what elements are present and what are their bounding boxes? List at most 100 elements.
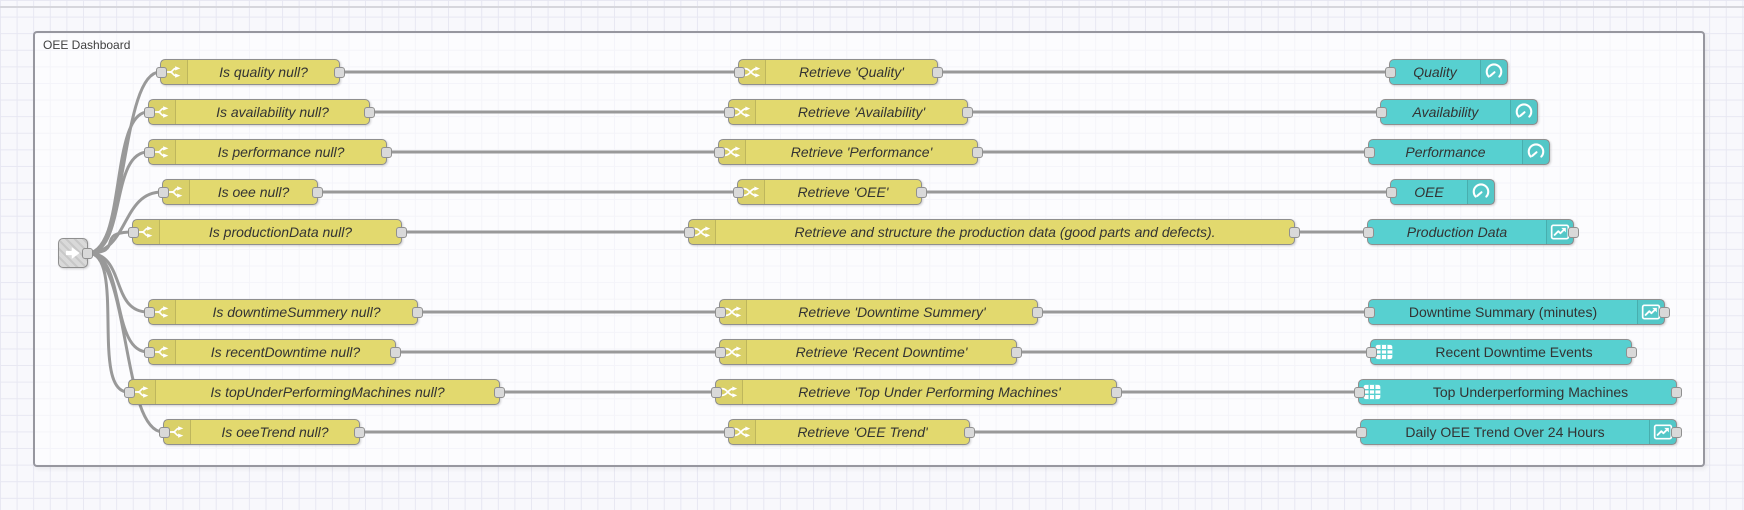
node-sw-downtimesummary[interactable]: Is downtimeSummery null? [143,299,423,325]
input-port[interactable] [723,106,735,118]
node-label: Is oeeTrend null? [221,424,329,440]
output-port[interactable] [389,346,401,358]
node-ui-quality[interactable]: Quality [1384,59,1508,85]
input-port[interactable] [710,386,722,398]
node-sw-topunderperforming[interactable]: Is topUnderPerformingMachines null? [123,379,505,405]
node-label: Is downtimeSummery null? [212,304,381,320]
input-port[interactable] [733,66,745,78]
node-link-in[interactable] [58,238,93,268]
input-port[interactable] [143,106,155,118]
wire[interactable] [86,150,150,255]
node-sw-availability[interactable]: Is availability null? [143,99,375,125]
output-port[interactable] [931,66,943,78]
node-ui-downtimesummary[interactable]: Downtime Summary (minutes) [1363,299,1670,325]
output-port[interactable] [1670,386,1682,398]
node-ui-oee[interactable]: OEE [1385,179,1495,205]
input-port[interactable] [1363,146,1375,158]
output-port[interactable] [311,186,323,198]
node-ch-oeetrend[interactable]: Retrieve 'OEE Trend' [723,419,975,445]
node-ch-topunderperforming[interactable]: Retrieve 'Top Under Performing Machines' [710,379,1122,405]
input-port[interactable] [1353,386,1365,398]
node-label: Retrieve 'Downtime Summery' [798,304,986,320]
input-port[interactable] [713,146,725,158]
input-port[interactable] [1363,306,1375,318]
node-sw-oeetrend[interactable]: Is oeeTrend null? [158,419,365,445]
input-port[interactable] [123,386,135,398]
node-ui-productiondata[interactable]: Production Data [1362,219,1579,245]
input-port[interactable] [158,426,170,438]
input-port[interactable] [157,186,169,198]
node-label: OEE [1414,184,1444,200]
input-port[interactable] [127,226,139,238]
output-port[interactable] [1670,426,1682,438]
output-port[interactable] [395,226,407,238]
output-port[interactable] [333,66,345,78]
output-port[interactable] [915,186,927,198]
node-ui-availability[interactable]: Availability [1375,99,1538,125]
gauge-icon [1510,100,1537,124]
wire[interactable] [86,251,165,434]
output-port[interactable] [1110,386,1122,398]
output-port[interactable] [493,386,505,398]
node-label: Quality [1413,64,1457,80]
switch-icon [149,300,176,324]
input-port[interactable] [1375,106,1387,118]
group-label: OEE Dashboard [43,38,131,52]
output-port[interactable] [963,426,975,438]
output-port[interactable] [961,106,973,118]
node-ch-availability[interactable]: Retrieve 'Availability' [723,99,973,125]
output-port[interactable] [971,146,983,158]
output-port[interactable] [1288,226,1300,238]
node-sw-oee[interactable]: Is oee null? [157,179,323,205]
node-sw-recentdowntime[interactable]: Is recentDowntime null? [143,339,401,365]
input-port[interactable] [714,306,726,318]
canvas-top-divider [0,6,1744,8]
node-ch-downtimesummary[interactable]: Retrieve 'Downtime Summery' [714,299,1043,325]
node-sw-quality[interactable]: Is quality null? [155,59,345,85]
node-label: Performance [1405,144,1486,160]
output-port[interactable] [380,146,392,158]
node-ui-topunderperforming[interactable]: Top Underperforming Machines [1353,379,1682,405]
output-port[interactable] [363,106,375,118]
wire[interactable] [86,230,134,255]
output-port[interactable] [1625,346,1637,358]
gauge-icon [1480,60,1507,84]
node-ch-productiondata[interactable]: Retrieve and structure the production da… [683,219,1300,245]
input-port[interactable] [723,426,735,438]
input-port[interactable] [143,146,155,158]
output-port[interactable] [353,426,365,438]
input-port[interactable] [1385,186,1397,198]
node-ui-performance[interactable]: Performance [1363,139,1550,165]
output-port[interactable] [1010,346,1022,358]
node-sw-performance[interactable]: Is performance null? [143,139,392,165]
input-port[interactable] [155,66,167,78]
input-port[interactable] [1384,66,1396,78]
node-label: Is productionData null? [208,224,353,240]
input-port[interactable] [732,186,744,198]
node-label: Retrieve 'Quality' [799,64,904,80]
output-port[interactable] [411,306,423,318]
link-icon [60,239,86,267]
input-port[interactable] [683,226,695,238]
node-ui-recentdowntime[interactable]: Recent Downtime Events [1365,339,1637,365]
input-port[interactable] [1355,426,1367,438]
input-port[interactable] [1365,346,1377,358]
input-port[interactable] [1362,226,1374,238]
input-port[interactable] [143,306,155,318]
output-port[interactable] [81,247,93,259]
node-ch-quality[interactable]: Retrieve 'Quality' [733,59,943,85]
input-port[interactable] [143,346,155,358]
node-label: Downtime Summary (minutes) [1408,304,1598,320]
output-port[interactable] [1658,306,1670,318]
output-port[interactable] [1031,306,1043,318]
node-ch-recentdowntime[interactable]: Retrieve 'Recent Downtime' [714,339,1022,365]
node-label: Retrieve 'OEE' [797,184,889,200]
output-port[interactable] [1567,226,1579,238]
node-ch-performance[interactable]: Retrieve 'Performance' [713,139,983,165]
node-ch-oee[interactable]: Retrieve 'OEE' [732,179,927,205]
node-sw-productiondata[interactable]: Is productionData null? [127,219,407,245]
input-port[interactable] [714,346,726,358]
node-ui-oeetrend[interactable]: Daily OEE Trend Over 24 Hours [1355,419,1682,445]
